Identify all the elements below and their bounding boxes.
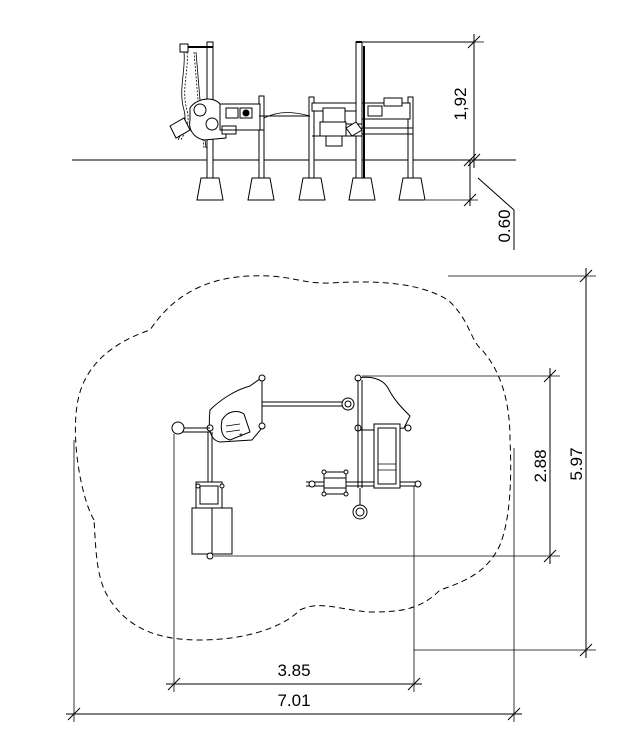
footing xyxy=(398,177,426,201)
dim-label-foundation-depth: 0.60 xyxy=(495,209,514,242)
footing xyxy=(348,177,376,201)
plan-mid-frame xyxy=(321,469,349,497)
footing xyxy=(247,177,275,201)
dim-label-safety-width: 7.01 xyxy=(277,691,310,710)
dim-0-60: 0.60 xyxy=(426,153,515,250)
dim-label-plan-depth: 2.88 xyxy=(531,449,550,482)
footing xyxy=(298,177,326,201)
safety-zone-outline xyxy=(74,275,512,641)
plan-view: * xyxy=(66,268,596,722)
right-tower xyxy=(311,41,474,178)
dim-5-97: 5.97 xyxy=(414,268,596,658)
svg-text:*: * xyxy=(239,432,243,443)
dim-label-safety-depth: 5.97 xyxy=(567,447,586,480)
plan-left-spine xyxy=(191,432,233,560)
plan-left-deck: * xyxy=(206,374,266,443)
dim-1-92: 1,92 xyxy=(362,34,516,168)
elevation-footings xyxy=(196,177,426,201)
dim-label-elevation-height: 1,92 xyxy=(451,87,470,120)
dim-3-85: 3.85 xyxy=(166,434,422,692)
dim-7-01: 7.01 xyxy=(66,440,522,722)
dim-label-plan-width: 3.85 xyxy=(277,661,310,680)
elevation-view: 1,92 0.60 xyxy=(72,34,516,250)
plan-right-tower xyxy=(352,374,412,520)
footing xyxy=(196,177,224,201)
dim-2-88: 2.88 xyxy=(214,368,560,564)
post xyxy=(355,41,363,179)
left-deck xyxy=(189,98,311,141)
